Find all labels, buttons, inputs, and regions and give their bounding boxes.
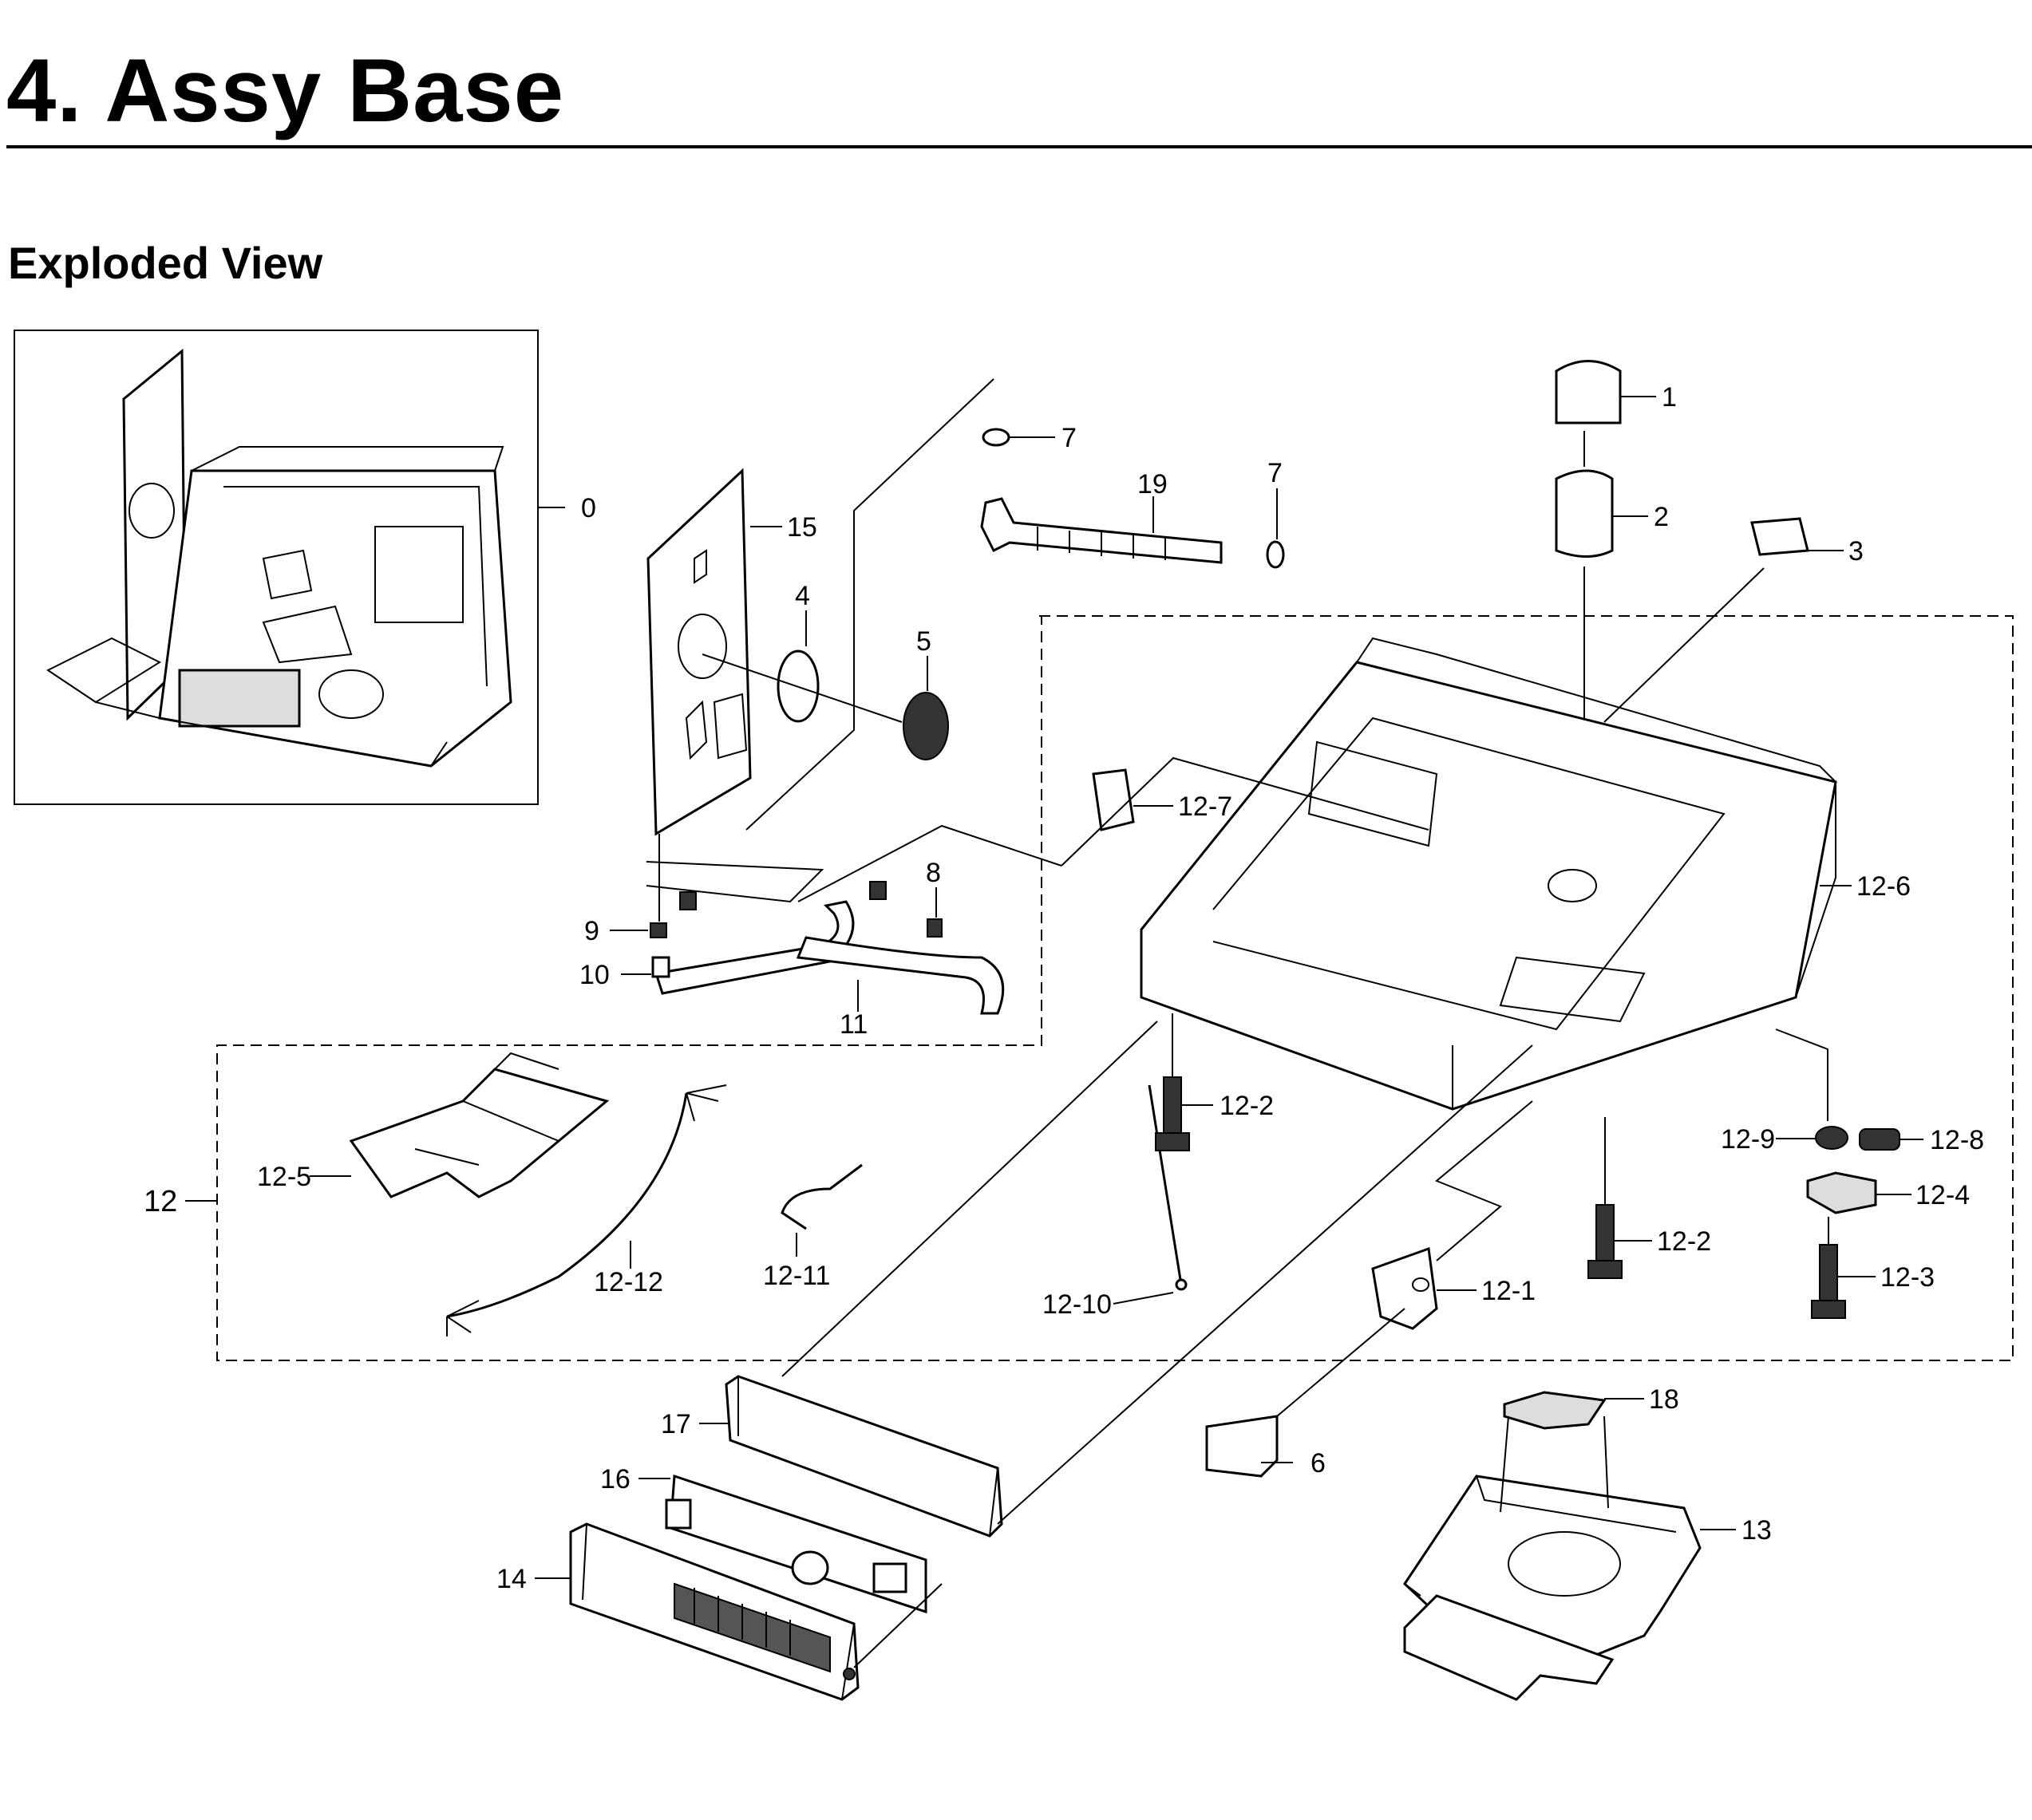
label-5: 5 <box>916 626 931 657</box>
connector-9a <box>679 891 697 910</box>
page-title: 4. Assy Base <box>6 41 564 140</box>
assembly-inset <box>14 330 539 805</box>
screw-12-2a <box>1155 1076 1190 1151</box>
label-12-4: 12-4 <box>1915 1180 1970 1210</box>
label-12-8: 12-8 <box>1930 1125 1984 1155</box>
label-15: 15 <box>787 512 817 543</box>
fan-5 <box>903 692 949 760</box>
inlet-hose-19 <box>980 497 1223 564</box>
rod-12-10 <box>1148 1084 1183 1285</box>
label-12-5: 12-5 <box>257 1162 311 1192</box>
bolt-12-8 <box>1859 1128 1900 1151</box>
label-14: 14 <box>496 1564 527 1594</box>
fitting-8a <box>869 881 887 900</box>
clip-3 <box>1750 517 1809 556</box>
label-1: 1 <box>1662 382 1677 413</box>
label-12-6: 12-6 <box>1856 871 1911 902</box>
nozzle-18 <box>1503 1391 1607 1430</box>
label-4: 4 <box>795 581 810 611</box>
harness-12-12 <box>446 1092 688 1318</box>
wire-12-11 <box>781 1163 863 1230</box>
label-12-11: 12-11 <box>763 1261 830 1291</box>
valve-12-7 <box>1092 768 1135 831</box>
side-panel-15 <box>646 468 752 836</box>
label-6: 6 <box>1311 1448 1326 1479</box>
label-2: 2 <box>1654 502 1669 532</box>
label-19: 19 <box>1137 469 1168 499</box>
label-0: 0 <box>581 493 596 523</box>
screw-12-3 <box>1811 1244 1846 1319</box>
label-8: 8 <box>926 858 941 888</box>
label-11: 11 <box>840 1009 868 1040</box>
clamp-7b <box>1266 540 1285 569</box>
label-9: 9 <box>584 916 599 946</box>
base-12-6 <box>1140 637 1837 1111</box>
nut-12-9 <box>1815 1126 1848 1150</box>
label-12-10: 12-10 <box>1042 1289 1112 1320</box>
label-3: 3 <box>1848 536 1864 567</box>
cap-1 <box>1555 360 1622 424</box>
label-10: 10 <box>579 960 610 990</box>
bracket-12-1 <box>1371 1246 1438 1330</box>
insulation-12-5 <box>349 1068 610 1198</box>
group-12-box <box>216 615 2014 1361</box>
bracket-12-4 <box>1806 1171 1877 1214</box>
cap-10 <box>651 956 670 978</box>
filter-2 <box>1555 469 1614 558</box>
title-rule <box>6 145 2032 148</box>
label-12-1: 12-1 <box>1481 1276 1536 1306</box>
section-title: Exploded View <box>8 238 323 288</box>
label-12-2a: 12-2 <box>1220 1091 1274 1121</box>
fitting-8 <box>927 918 943 938</box>
label-12-3: 12-3 <box>1880 1262 1935 1293</box>
label-17: 17 <box>661 1409 691 1439</box>
screw-12-2b <box>1587 1204 1623 1279</box>
connector-9 <box>650 922 667 938</box>
label-7a: 7 <box>1061 423 1077 453</box>
label-12-7: 12-7 <box>1178 792 1232 822</box>
label-13: 13 <box>1741 1515 1772 1546</box>
cover-6 <box>1205 1415 1279 1478</box>
label-12-2b: 12-2 <box>1657 1226 1711 1257</box>
label-18: 18 <box>1649 1384 1679 1415</box>
label-16: 16 <box>600 1464 631 1494</box>
label-7b: 7 <box>1267 458 1283 488</box>
label-12-12: 12-12 <box>594 1267 663 1297</box>
label-12: 12 <box>144 1185 177 1218</box>
clamp-7a <box>982 428 1010 447</box>
label-12-9: 12-9 <box>1721 1124 1775 1155</box>
